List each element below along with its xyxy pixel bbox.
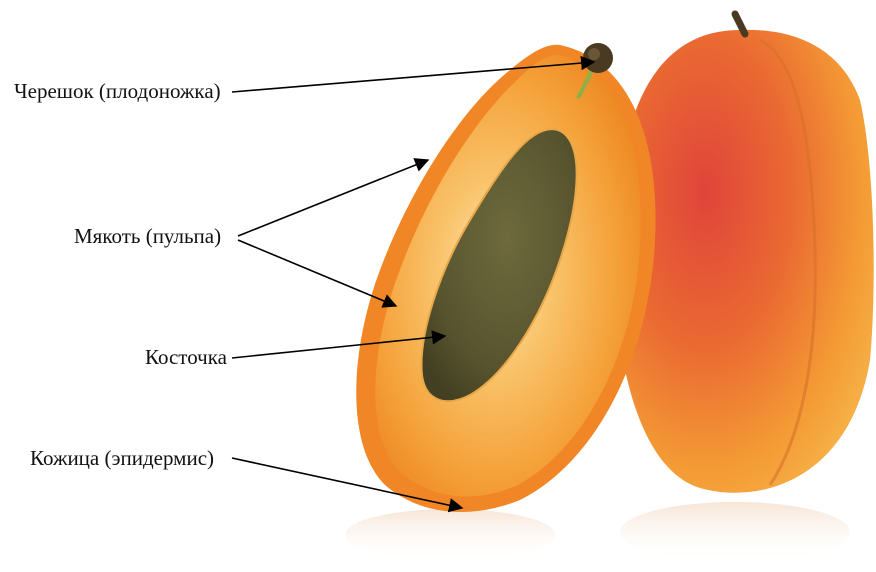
label-stem: Черешок (плодоножка)	[14, 81, 221, 102]
whole-apricot-reflection	[620, 502, 850, 562]
half-apricot-reflection	[345, 509, 555, 561]
label-skin: Кожица (эпидермис)	[30, 448, 214, 469]
arrow-pulp-lower	[238, 240, 396, 306]
label-pit: Косточка	[145, 347, 227, 368]
half-apricot	[356, 43, 655, 512]
label-pulp: Мякоть (пульпа)	[74, 226, 221, 247]
